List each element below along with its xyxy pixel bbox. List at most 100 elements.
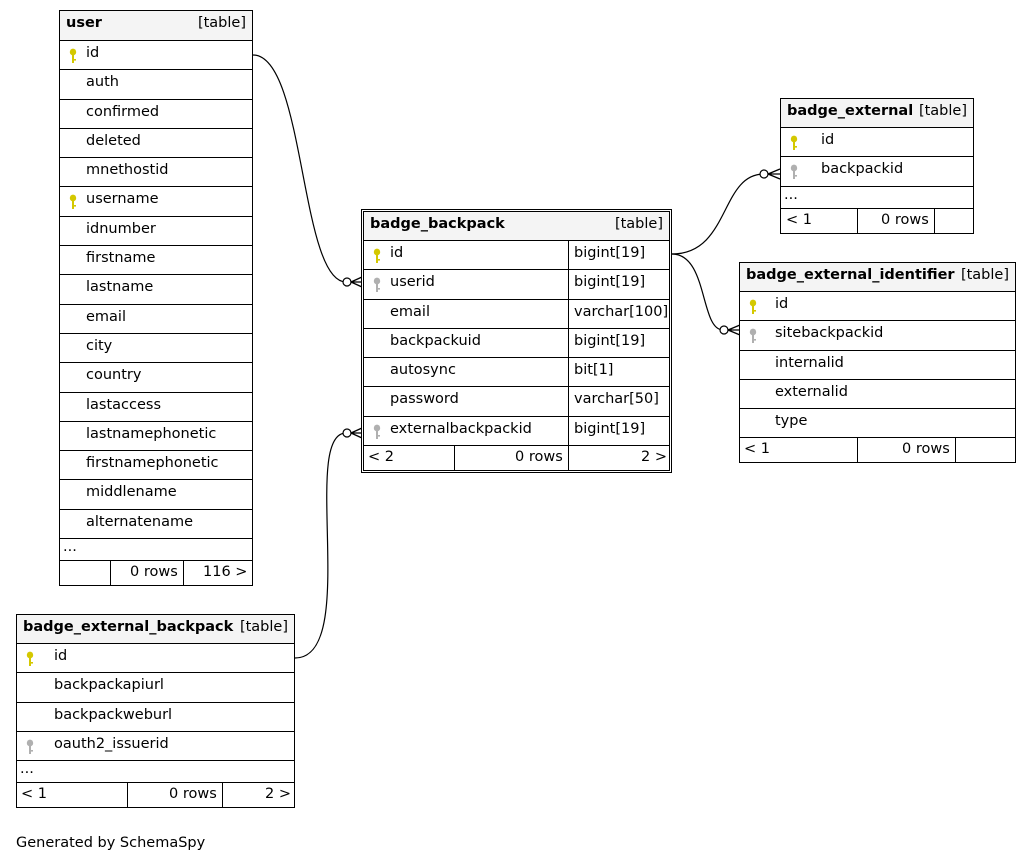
column-type: bit[1] — [574, 362, 614, 379]
primary-key-icon — [789, 135, 799, 151]
table-header: badge_external [table] — [781, 99, 973, 128]
column-row[interactable]: country — [60, 363, 252, 393]
column-row[interactable]: lastname — [60, 275, 252, 305]
column-name: internalid — [775, 354, 844, 371]
column-name: id — [821, 132, 835, 148]
column-type: bigint[19] — [574, 274, 646, 291]
column-row[interactable]: autosync bit[1] — [364, 358, 669, 388]
column-row[interactable]: backpackapiurl — [17, 673, 294, 703]
column-name: firstname — [86, 250, 156, 267]
column-row[interactable]: firstnamephonetic — [60, 451, 252, 481]
table-name: badge_backpack — [370, 216, 505, 232]
primary-key-icon — [25, 651, 35, 667]
column-row[interactable]: confirmed — [60, 100, 252, 129]
column-row[interactable]: city — [60, 334, 252, 364]
column-row[interactable]: externalid — [740, 380, 1015, 410]
column-row[interactable]: backpackweburl — [17, 703, 294, 732]
parents-link[interactable]: < 1 — [21, 786, 47, 803]
table-footer: 0 rows 116 > — [60, 561, 252, 586]
column-name: confirmed — [86, 103, 160, 120]
crowfoot-marker — [767, 168, 781, 180]
column-name: deleted — [86, 132, 141, 149]
table-name: badge_external_backpack — [23, 619, 234, 635]
column-row[interactable]: firstname — [60, 246, 252, 276]
row-count: 0 rows — [515, 449, 563, 466]
column-name: firstnamephonetic — [86, 455, 219, 472]
column-type: bigint[19] — [574, 245, 646, 261]
column-list: id auth confirmed deleted mnethostid username… — [60, 41, 252, 540]
column-row[interactable]: alternatename — [60, 510, 252, 540]
column-list: id backpackid — [781, 128, 973, 187]
column-name: alternatename — [86, 513, 194, 530]
column-name: autosync — [390, 362, 456, 379]
generated-by-text: Generated by SchemaSpy — [16, 835, 206, 851]
foreign-key-icon — [25, 739, 35, 755]
column-row[interactable]: email — [60, 305, 252, 334]
parents-link[interactable]: < 1 — [744, 441, 770, 458]
table-badge-external-backpack[interactable]: badge_external_backpack [table] id backpa… — [16, 614, 295, 809]
column-name: externalid — [775, 383, 848, 400]
table-type: [table] — [239, 619, 288, 635]
column-row[interactable]: mnethostid — [60, 158, 252, 188]
table-type: [table] — [614, 216, 663, 232]
table-user[interactable]: user [table] id auth confirmed deleted mneth… — [59, 10, 253, 587]
edge-optional-marker — [342, 428, 352, 438]
column-row[interactable]: backpackid — [781, 157, 973, 187]
column-row[interactable]: id — [60, 41, 252, 71]
primary-key-icon — [68, 48, 78, 64]
column-row[interactable]: middlename — [60, 480, 252, 510]
column-name: id — [54, 648, 68, 664]
table-footer: < 1 0 rows — [740, 438, 1015, 463]
column-row[interactable]: deleted — [60, 129, 252, 159]
children-link[interactable]: 2 > — [641, 449, 667, 466]
column-row[interactable]: id — [740, 292, 1015, 322]
primary-key-icon — [372, 248, 382, 264]
column-row[interactable]: idnumber — [60, 217, 252, 247]
table-footer: < 1 0 rows 2 > — [17, 783, 294, 808]
table-header: badge_backpack [table] — [364, 212, 669, 241]
column-name: backpackuid — [390, 332, 481, 349]
primary-key-icon — [748, 299, 758, 315]
table-name: user — [66, 15, 102, 31]
children-link[interactable]: 116 > — [203, 564, 248, 581]
foreign-key-icon — [789, 164, 799, 180]
table-name: badge_external — [787, 103, 914, 119]
table-header: user [table] — [60, 11, 252, 41]
parents-link[interactable]: < 1 — [786, 211, 812, 228]
column-name: city — [86, 337, 113, 354]
parents-link[interactable]: < 2 — [368, 449, 394, 466]
column-row[interactable]: lastaccess — [60, 393, 252, 422]
column-name: lastname — [86, 279, 154, 296]
table-type: [table] — [960, 267, 1009, 283]
column-row[interactable]: sitebackpackid — [740, 321, 1015, 351]
row-count: 0 rows — [902, 441, 950, 458]
more-columns: ... — [781, 187, 973, 209]
children-link[interactable]: 2 > — [265, 786, 291, 803]
column-row[interactable]: lastnamephonetic — [60, 422, 252, 452]
column-row[interactable]: id — [781, 128, 973, 158]
column-row[interactable]: auth — [60, 70, 252, 100]
column-row[interactable]: id — [17, 644, 294, 674]
column-name: mnethostid — [86, 162, 169, 179]
column-row[interactable]: username — [60, 187, 252, 217]
column-row[interactable]: oauth2_issuerid — [17, 732, 294, 762]
column-row[interactable]: internalid — [740, 351, 1015, 380]
edge-badge-backpack-to-external-identifier — [671, 253, 724, 331]
column-name: middlename — [86, 484, 177, 501]
column-name: idnumber — [86, 220, 156, 237]
column-name: auth — [86, 74, 119, 91]
table-type: [table] — [918, 103, 967, 119]
row-count: 0 rows — [130, 564, 178, 581]
column-row[interactable]: type — [740, 409, 1015, 439]
